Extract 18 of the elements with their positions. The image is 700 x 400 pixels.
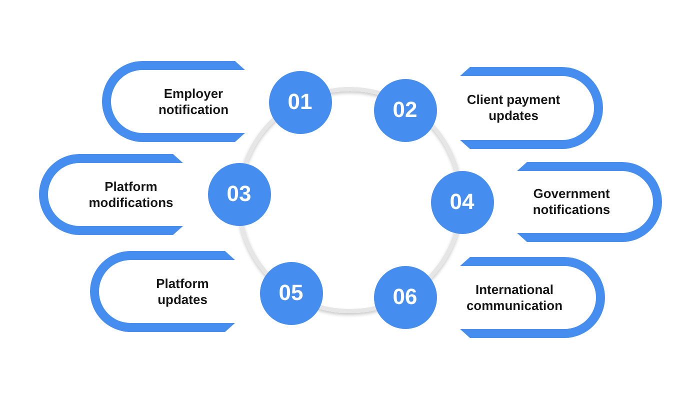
step-number: 03 [226, 182, 252, 206]
pill-card [102, 61, 245, 142]
topic-label: Government notifications [532, 186, 612, 218]
step-number: 01 [288, 90, 312, 114]
topic-label: Platform modifications [88, 178, 174, 210]
topic-label: Platform updates [155, 276, 210, 308]
step-number: 02 [392, 98, 418, 122]
topic-label: Employer notification [157, 86, 230, 118]
pill-card [39, 154, 183, 235]
step-number: 06 [392, 285, 418, 309]
topic-label: Client payment updates [466, 92, 562, 124]
step-number: 04 [450, 190, 474, 214]
pill-card [460, 257, 605, 338]
pill-card [517, 162, 662, 242]
pill-card [90, 251, 235, 332]
pill-card [460, 67, 603, 149]
step-number: 05 [278, 281, 304, 305]
topic-label: International communication [465, 282, 564, 314]
